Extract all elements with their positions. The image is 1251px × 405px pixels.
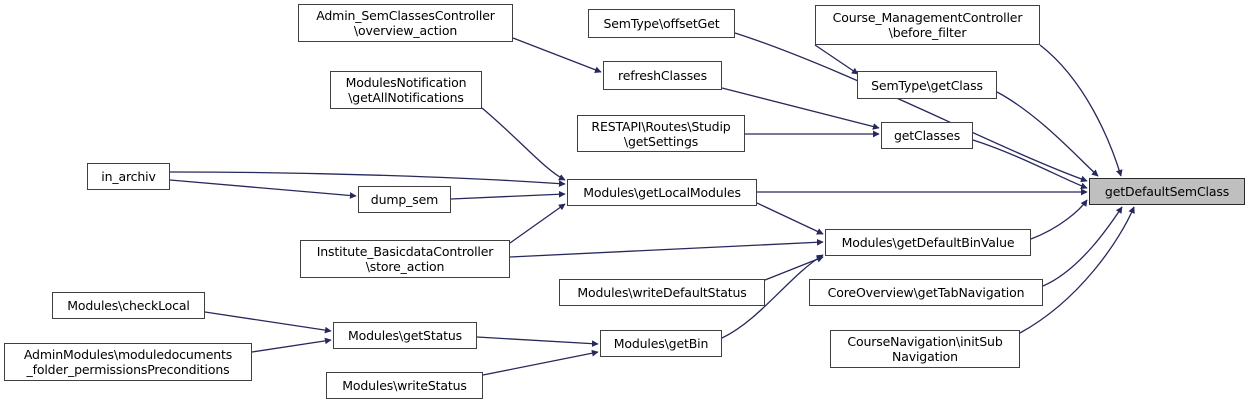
call-edge bbox=[482, 349, 599, 376]
graph-node-label: getDefaultSemClass bbox=[1104, 184, 1230, 199]
graph-node-getdefaultbinvalue[interactable]: Modules\getDefaultBinValue bbox=[825, 229, 1031, 256]
call-edge bbox=[481, 107, 566, 181]
graph-node-writestatus[interactable]: Modules\writeStatus bbox=[326, 372, 483, 399]
graph-node-label: CoreOverview\getTabNavigation bbox=[827, 285, 1025, 300]
call-edge bbox=[734, 32, 1088, 183]
graph-node-label: Modules\writeDefaultStatus bbox=[577, 285, 747, 300]
graph-node-label: refreshClasses bbox=[618, 68, 707, 83]
graph-node-label: in_archiv bbox=[101, 169, 156, 184]
call-edge bbox=[512, 37, 602, 73]
graph-node-label: RESTAPI\Routes\Studip \getSettings bbox=[591, 118, 731, 149]
graph-node-label: Course_ManagementController \before_filt… bbox=[832, 10, 1023, 40]
graph-node-label: Modules\writeStatus bbox=[342, 378, 467, 393]
call-edge bbox=[476, 336, 599, 348]
graph-node-adminmodules_precond[interactable]: AdminModules\moduledocuments _folder_per… bbox=[4, 343, 252, 381]
graph-node-getdefaultsemclass[interactable]: getDefaultSemClass bbox=[1089, 178, 1245, 205]
call-edge bbox=[251, 337, 332, 353]
graph-node-label: Institute_BasicdataController \store_act… bbox=[316, 244, 494, 274]
graph-node-getlocalmodules[interactable]: Modules\getLocalModules bbox=[567, 179, 757, 206]
graph-node-label: getClasses bbox=[893, 128, 961, 143]
graph-node-refreshclasses[interactable]: refreshClasses bbox=[603, 61, 722, 90]
call-edge bbox=[814, 44, 859, 75]
graph-node-getbin[interactable]: Modules\getBin bbox=[600, 330, 722, 357]
graph-node-label: CourseNavigation\initSub Navigation bbox=[847, 334, 1003, 364]
call-edge bbox=[996, 91, 1099, 177]
call-edge bbox=[756, 202, 824, 235]
graph-node-label: Modules\getStatus bbox=[348, 328, 462, 343]
graph-node-coursenav_initsub[interactable]: CourseNavigation\initSub Navigation bbox=[830, 330, 1020, 368]
call-edge bbox=[450, 190, 566, 200]
call-edge bbox=[204, 311, 332, 334]
call-edge bbox=[1019, 206, 1135, 334]
graph-node-course_mgmt[interactable]: Course_ManagementController \before_filt… bbox=[815, 5, 1040, 45]
graph-node-label: dump_sem bbox=[370, 192, 439, 207]
call-edge bbox=[1039, 44, 1123, 177]
graph-node-in_archiv[interactable]: in_archiv bbox=[87, 163, 170, 190]
call-edge bbox=[169, 171, 566, 187]
graph-node-label: Modules\getDefaultBinValue bbox=[841, 235, 1015, 250]
graph-node-label: SemType\offsetGet bbox=[603, 16, 720, 31]
call-edge bbox=[972, 139, 1088, 190]
call-edge bbox=[169, 179, 357, 199]
graph-node-coreoverview_tabnav[interactable]: CoreOverview\getTabNavigation bbox=[809, 279, 1043, 306]
graph-node-getclasses[interactable]: getClasses bbox=[881, 122, 973, 149]
graph-node-restapi_getsettings[interactable]: RESTAPI\Routes\Studip \getSettings bbox=[577, 115, 745, 152]
graph-node-writedefaultstatus[interactable]: Modules\writeDefaultStatus bbox=[559, 279, 765, 306]
call-edge bbox=[721, 87, 880, 130]
graph-node-getstatus[interactable]: Modules\getStatus bbox=[333, 322, 477, 349]
graph-node-modulesnotification[interactable]: ModulesNotification \getAllNotifications bbox=[330, 71, 482, 109]
call-edge bbox=[764, 256, 824, 281]
graph-node-label: Modules\getLocalModules bbox=[583, 185, 741, 200]
graph-node-label: AdminModules\moduledocuments _folder_per… bbox=[23, 347, 233, 377]
graph-node-label: Modules\checkLocal bbox=[67, 298, 190, 313]
graph-node-checklocal[interactable]: Modules\checkLocal bbox=[52, 292, 205, 319]
graph-node-label: ModulesNotification \getAllNotifications bbox=[345, 75, 467, 105]
graph-node-label: SemType\getClass bbox=[871, 77, 983, 93]
graph-node-label: Modules\getBin bbox=[613, 336, 709, 351]
graph-node-semtype_getclass[interactable]: SemType\getClass bbox=[857, 71, 997, 99]
graph-node-label: Admin_SemClassesController \overview_act… bbox=[316, 8, 495, 38]
call-edge bbox=[509, 203, 566, 244]
graph-node-semtype_offsetget[interactable]: SemType\offsetGet bbox=[588, 9, 735, 38]
graph-node-institute_basicdata[interactable]: Institute_BasicdataController \store_act… bbox=[300, 240, 510, 278]
call-edge bbox=[509, 238, 824, 258]
call-edge bbox=[1030, 199, 1088, 240]
graph-node-admin_semclasses[interactable]: Admin_SemClassesController \overview_act… bbox=[298, 4, 513, 42]
graph-node-dump_sem[interactable]: dump_sem bbox=[358, 186, 451, 213]
call-edge bbox=[1042, 206, 1123, 287]
